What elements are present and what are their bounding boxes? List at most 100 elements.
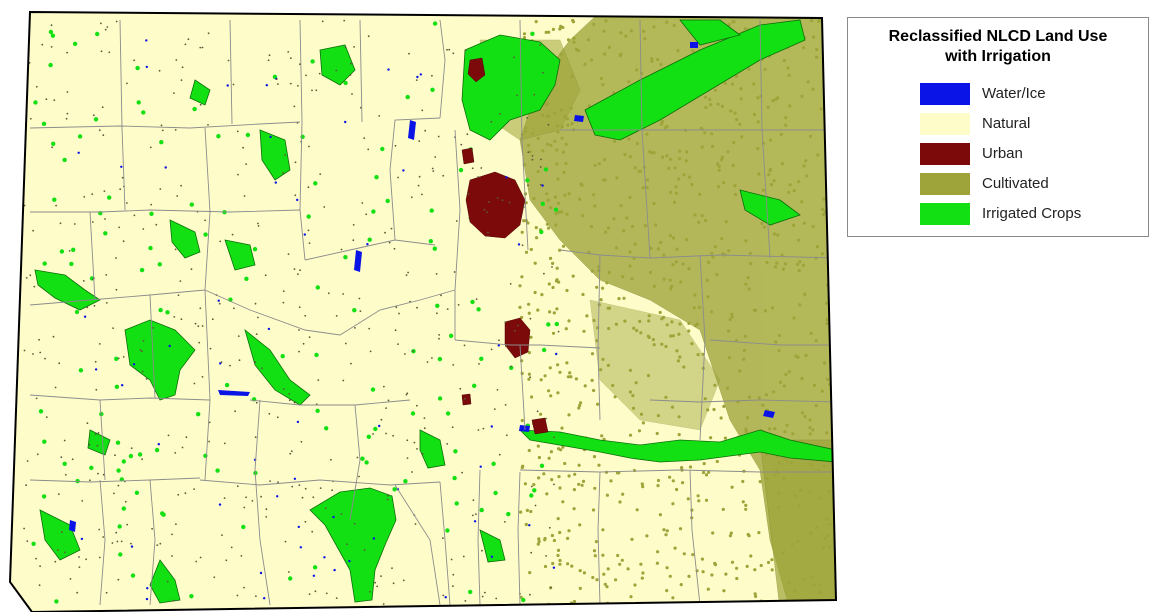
- speck: [167, 434, 170, 437]
- cultivated-speck: [832, 324, 836, 328]
- cultivated-speck: [801, 263, 806, 267]
- legend-label-water-ice: Water/Ice: [982, 85, 1046, 102]
- speck: [452, 573, 455, 576]
- cultivated-speck: [550, 533, 555, 538]
- speck: [498, 339, 500, 342]
- cultivated-speck: [639, 412, 644, 416]
- cultivated-speck: [546, 114, 551, 118]
- speck: [92, 114, 95, 117]
- cultivated-speck: [713, 383, 717, 387]
- cultivated-speck: [561, 445, 565, 449]
- cultivated-speck: [646, 374, 651, 378]
- cultivated-speck: [612, 607, 616, 611]
- cultivated-speck: [734, 74, 739, 78]
- cultivated-speck: [700, 214, 704, 218]
- irrigated-speck: [554, 321, 559, 327]
- cultivated-speck: [753, 568, 757, 572]
- speck: [185, 436, 188, 439]
- cultivated-speck: [522, 36, 527, 40]
- water-speck: [348, 559, 351, 563]
- speck: [57, 493, 60, 496]
- speck: [450, 558, 453, 561]
- irrigated-speck: [103, 231, 108, 236]
- cultivated-speck: [652, 25, 656, 29]
- cultivated-speck: [556, 201, 561, 205]
- state-boundary: [8, 10, 838, 612]
- irrigated-speck: [159, 140, 164, 145]
- speck: [98, 343, 101, 345]
- speck: [287, 51, 290, 53]
- speck: [384, 231, 386, 234]
- speck: [159, 188, 162, 190]
- cultivated-speck: [725, 386, 730, 390]
- speck: [529, 376, 531, 379]
- speck: [50, 46, 53, 48]
- cultivated-speck: [763, 67, 767, 71]
- speck: [184, 43, 187, 46]
- speck: [418, 175, 421, 178]
- cultivated-speck: [566, 38, 571, 42]
- speck: [257, 222, 259, 225]
- cultivated-speck: [658, 513, 663, 517]
- water-speck: [157, 443, 160, 446]
- cultivated-speck: [556, 130, 560, 134]
- cultivated-speck: [772, 390, 776, 394]
- irrigated-speck: [330, 502, 335, 507]
- speck: [232, 83, 235, 86]
- cultivated-speck: [687, 329, 691, 333]
- irrigated-speck: [543, 167, 549, 172]
- cultivated-speck: [777, 349, 781, 353]
- cultivated-speck: [814, 256, 818, 260]
- water-speck: [267, 327, 271, 331]
- irrigated-speck: [367, 237, 372, 242]
- speck: [166, 580, 169, 583]
- speck: [229, 364, 231, 367]
- speck: [175, 523, 177, 525]
- speck: [68, 250, 71, 252]
- cultivated-speck: [800, 411, 805, 415]
- speck: [291, 485, 294, 488]
- speck: [106, 26, 109, 28]
- speck: [342, 379, 345, 382]
- cultivated-speck: [825, 301, 829, 305]
- speck: [331, 489, 333, 492]
- cultivated-speck: [629, 29, 634, 33]
- speck: [193, 488, 196, 490]
- cultivated-speck: [652, 201, 656, 206]
- speck: [302, 342, 305, 345]
- speck: [120, 540, 123, 543]
- cultivated-speck: [520, 418, 524, 423]
- cultivated-speck: [637, 429, 642, 433]
- speck: [288, 571, 290, 573]
- cultivated-speck: [757, 172, 761, 176]
- cultivated-speck: [784, 372, 788, 377]
- irrigated-speck: [321, 506, 326, 511]
- speck: [260, 495, 262, 498]
- irrigated-speck: [532, 488, 537, 493]
- cultivated-speck: [810, 575, 814, 580]
- speck: [380, 575, 382, 577]
- cultivated-speck: [655, 431, 659, 436]
- cultivated-speck: [614, 246, 619, 250]
- cultivated-speck: [797, 269, 801, 273]
- speck: [365, 213, 368, 216]
- cultivated-speck: [583, 62, 587, 66]
- speck: [317, 379, 320, 381]
- speck: [480, 167, 483, 169]
- speck: [29, 274, 32, 277]
- cultivated-speck: [782, 58, 786, 63]
- cultivated-speck: [661, 155, 665, 159]
- cultivated-speck: [593, 204, 597, 208]
- speck: [261, 367, 263, 370]
- cultivated-speck: [760, 221, 764, 225]
- cultivated-speck: [797, 180, 801, 184]
- cultivated-speck: [572, 599, 577, 604]
- irrigated-speck: [59, 249, 65, 254]
- speck: [119, 188, 122, 191]
- cultivated-speck: [777, 491, 781, 495]
- cultivated-speck: [706, 587, 710, 591]
- cultivated-speck: [776, 96, 780, 100]
- cultivated-speck: [599, 298, 603, 302]
- cultivated-speck: [645, 185, 649, 190]
- cultivated-speck: [787, 581, 791, 585]
